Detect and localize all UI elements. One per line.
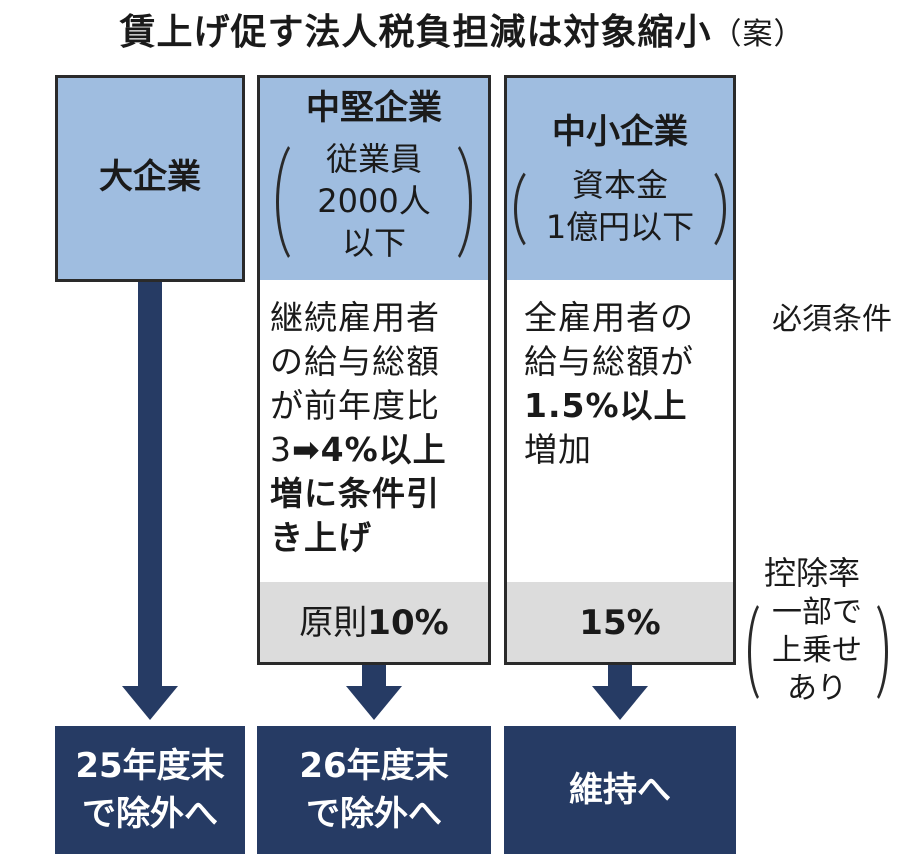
mid-rate-box: [260, 582, 488, 662]
small-rate-box: [507, 582, 733, 662]
mid-paren-right: [416, 134, 472, 270]
small-result-box: 維持へ: [504, 726, 736, 854]
mid-req-before: 3: [270, 430, 292, 469]
small-arrow-head: [592, 686, 648, 720]
mid-req-line6: き上げ: [270, 518, 372, 557]
mid-result-box: 26年度末 で除外へ: [257, 726, 491, 854]
small-req-line3: 1.5%以上: [524, 386, 688, 425]
chart-title: 賃上げ促す法人税負担減は対象縮小（案）: [0, 8, 924, 60]
title-main: 賃上げ促す法人税負担減は対象縮小: [119, 12, 712, 53]
mid-req-line5: 増に条件引: [270, 474, 440, 513]
small-paren-right: [676, 163, 726, 255]
mid-result-line2: で除外へ: [306, 794, 442, 834]
small-requirement-text: 全雇用者の 給与総額が 1.5%以上 増加: [524, 296, 730, 472]
side-note-line3: あり: [787, 671, 847, 706]
side-note-line2: 上乗せ: [772, 633, 862, 668]
small-rate: 15%: [579, 603, 661, 643]
mid-arrow-shaft: [362, 665, 386, 688]
small-arrow-shaft: [608, 665, 632, 688]
mid-arrow-head: [346, 686, 402, 720]
mid-condition-line3: 以下: [341, 224, 406, 262]
large-result-line2: で除外へ: [82, 794, 218, 834]
mid-req-line3: が前年度比: [270, 386, 440, 425]
small-req-line2: 給与総額が: [524, 342, 694, 381]
mid-result-line1: 26年度末: [299, 746, 449, 786]
mid-company-label: 中堅企業: [306, 88, 442, 128]
side-paren-left: [748, 596, 788, 708]
mid-req-line1: 継続雇用者: [270, 298, 440, 337]
mid-rate-value: 10%: [367, 603, 449, 643]
small-condition-line1: 資本金: [571, 166, 668, 204]
mid-condition-line2: 2000人: [317, 182, 431, 220]
side-deduction-label: 控除率: [763, 554, 860, 592]
large-result-line1: 25年度末: [75, 746, 225, 786]
arrow-right-icon: ➡: [292, 430, 321, 469]
side-paren-right: [848, 596, 888, 708]
small-req-line4: 増加: [524, 430, 592, 469]
large-company-label: 大企業: [99, 157, 201, 197]
large-arrow-shaft: [138, 282, 162, 688]
small-paren-left: [514, 163, 564, 255]
small-result-line1: 維持へ: [569, 770, 671, 810]
mid-req-line2: の給与総額: [270, 342, 440, 381]
mid-rate: 原則10%: [260, 602, 488, 644]
side-note-line1: 一部で: [772, 595, 862, 630]
mid-req-line4: 3➡4%以上: [270, 428, 484, 472]
small-company-label: 中小企業: [552, 112, 688, 152]
large-result-box: 25年度末 で除外へ: [55, 726, 245, 854]
mid-condition-line1: 従業員: [325, 140, 422, 178]
mid-rate-prefix: 原則: [299, 603, 368, 643]
small-condition-line2: 1億円以下: [545, 208, 695, 246]
large-arrow-head: [122, 686, 178, 720]
mid-req-after: 4%以上: [320, 430, 447, 469]
mid-paren-left: [276, 134, 332, 270]
side-requirement-label: 必須条件: [772, 302, 892, 337]
small-req-line1: 全雇用者の: [524, 298, 694, 337]
large-company-box: [55, 75, 245, 282]
mid-requirement-text: 継続雇用者 の給与総額 が前年度比 3➡4%以上 増に条件引 き上げ: [270, 296, 484, 560]
title-suffix: （案）: [711, 17, 805, 52]
